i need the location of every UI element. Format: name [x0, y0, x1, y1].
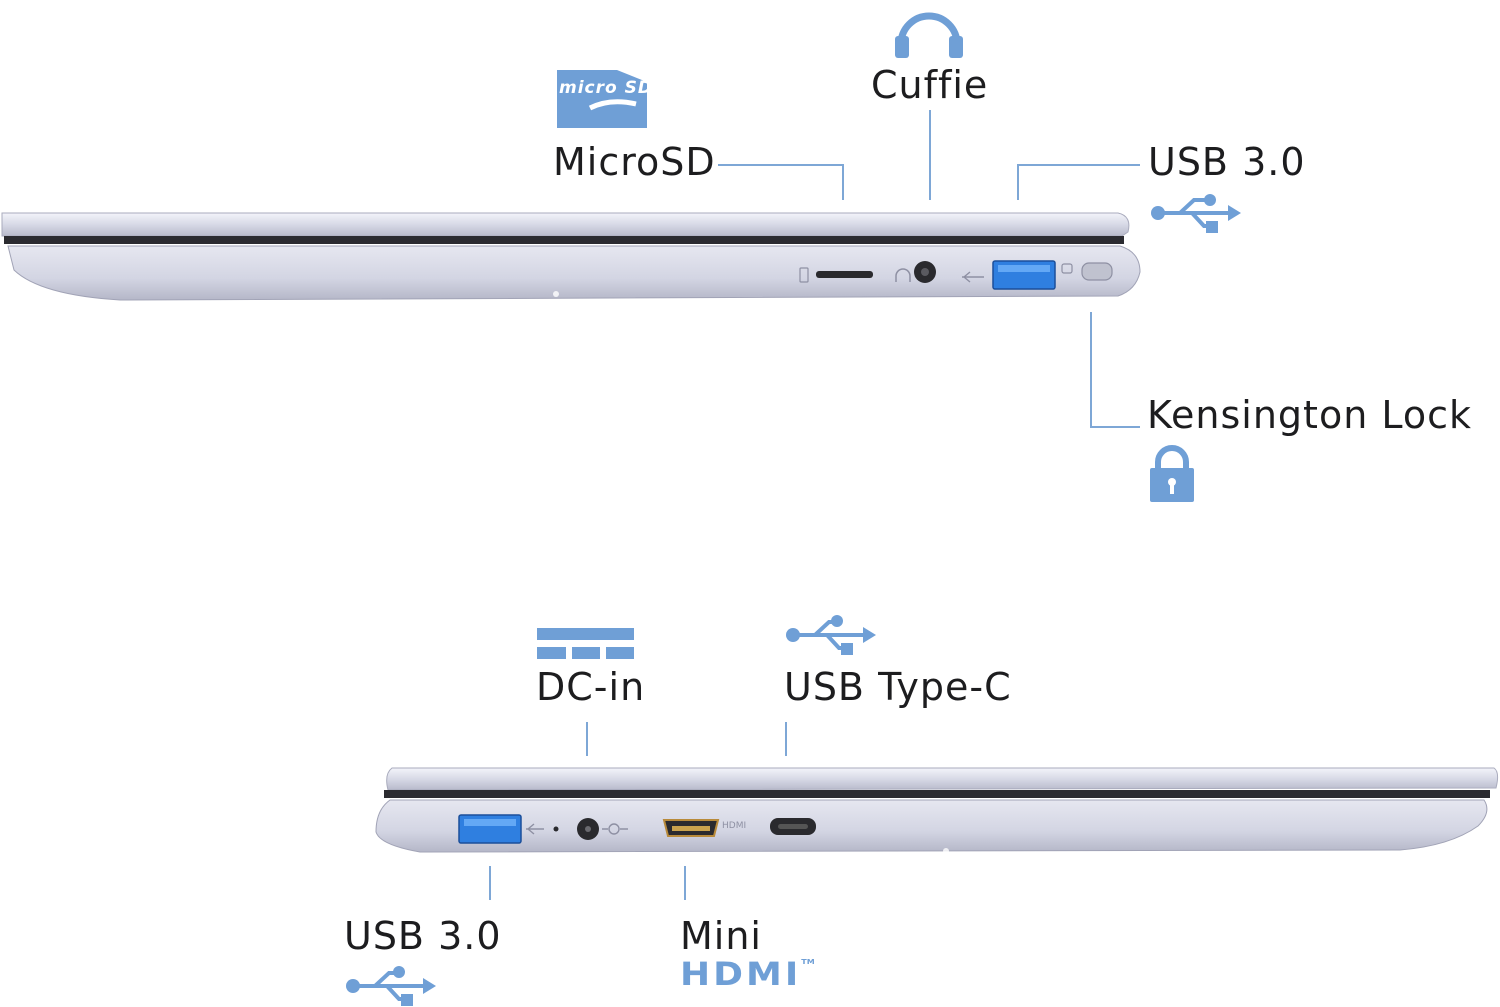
microsd-leader: [718, 164, 844, 200]
microsd-logo-text: micro SD: [559, 78, 653, 98]
hdmi-port-text: HDMI: [722, 821, 747, 831]
usb-icon-typec: [786, 615, 876, 655]
headphones-label: Cuffie: [871, 63, 989, 107]
kensington-slot: [1061, 262, 1113, 281]
usb-icon-right: [1151, 194, 1241, 233]
usb-c-label: USB Type-C: [784, 665, 1012, 709]
dc-in-jack: [577, 818, 628, 840]
microsd-slot: [799, 267, 873, 283]
usb-port-right: [962, 260, 1056, 290]
laptop-left-side: [375, 767, 1499, 854]
usb-port-left: [458, 814, 544, 844]
dc-power-icon: [537, 628, 634, 659]
microsd-label: MicroSD: [553, 140, 716, 184]
laptop-right-side: [1, 212, 1141, 301]
dc-in-label: DC-in: [536, 665, 646, 709]
usb-right-leader: [1017, 164, 1140, 200]
mini-hdmi-port: [662, 819, 720, 837]
headphones-icon: [895, 12, 963, 58]
usb-left-label: USB 3.0: [344, 914, 502, 958]
leader-lines: [489, 110, 1140, 900]
mini-hdmi-label: Mini: [680, 914, 762, 958]
headphone-jack: [895, 261, 936, 283]
usb-right-label: USB 3.0: [1148, 140, 1306, 184]
microsd-logo-icon: [557, 70, 647, 128]
usb-c-port: [770, 818, 816, 835]
kensington-label: Kensington Lock: [1147, 393, 1473, 437]
usb-icon-left: [346, 966, 436, 1006]
kensington-leader: [1090, 312, 1140, 428]
hdmi-logo-text: HDMI: [680, 956, 802, 993]
lock-icon: [1150, 445, 1194, 502]
hdmi-trademark: TM: [801, 957, 815, 966]
hdmi-logo-icon: HDMITM: [680, 956, 815, 993]
